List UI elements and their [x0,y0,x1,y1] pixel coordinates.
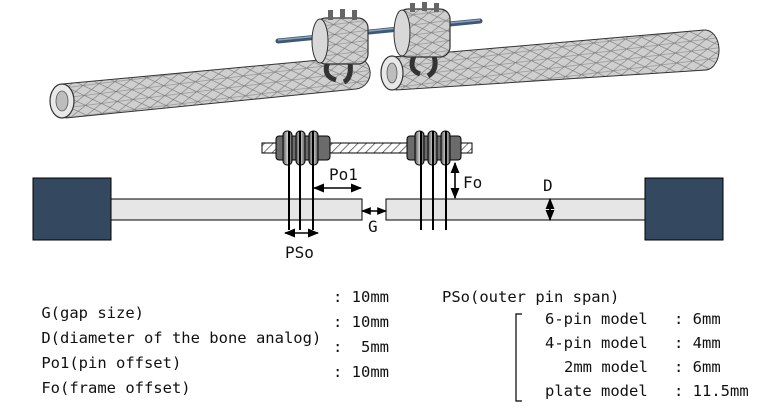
schematic-2d: Po1 Fo D G PSo [32,130,724,402]
legend-row-fo: Fo(frame offset) [4,365,191,412]
left-pin-clamp [275,130,331,230]
legend-value: : 6mm [674,310,721,328]
legend-value: : 6mm [674,358,721,376]
left-bone-analog [110,198,363,221]
legend-value: : 10mm [333,288,389,306]
left-end-block [32,177,112,241]
legend-value: : 10mm [333,313,389,331]
legend-value: : 11.5mm [674,382,749,400]
po1-label: Po1 [329,165,358,184]
pso-title: PSo(outer pin span) [442,288,620,306]
right-bone-tube [380,29,720,91]
legend-value: : 4mm [674,334,721,352]
legend-row-po1: Po1(pin offset) [4,340,181,387]
right-clamp [393,2,451,79]
left-bone-tube [49,56,371,119]
fo-label: Fo [463,173,482,192]
legend-label: 4-pin model [545,334,648,352]
legend-row-d: D(diameter of the bone analog) [4,315,321,362]
d-label: D [543,176,553,195]
legend-label: G(gap size) [41,303,144,322]
left-clamp [311,9,369,85]
legend-value: : 5mm [333,338,389,356]
pso-label: PSo [285,243,314,262]
right-bone-analog [385,198,646,221]
legend-label: D(diameter of the bone analog) [41,328,322,347]
legend-label: 2mm model [564,358,648,376]
legend-label: Fo(frame offset) [41,378,191,397]
legend-label: 6-pin model [545,310,648,328]
right-pin-clamp [406,130,462,230]
legend-label: Po1(pin offset) [41,353,182,372]
pso-bracket [515,313,522,402]
legend-label: plate model [545,382,648,400]
legend-value: : 10mm [333,363,389,381]
right-end-block [644,177,724,241]
rendering-3d [49,2,720,119]
frame-bar [261,142,473,154]
legend-row-g: G(gap size) [4,290,144,337]
g-label: G [368,217,378,236]
